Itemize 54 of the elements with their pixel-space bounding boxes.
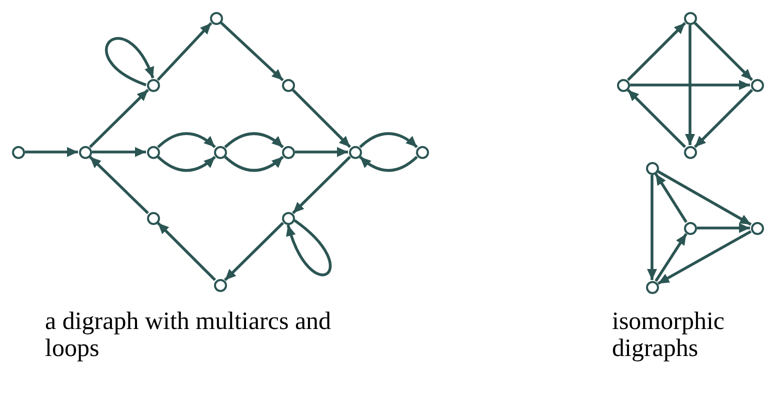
vertex-circle bbox=[750, 222, 764, 234]
vertex-circle bbox=[750, 78, 764, 92]
vertex-circle bbox=[282, 146, 294, 158]
arrow bbox=[89, 156, 149, 214]
vertex-circle bbox=[210, 12, 222, 24]
vertex-circle bbox=[646, 162, 658, 174]
vertex-circle bbox=[214, 278, 226, 292]
arrow bbox=[292, 156, 351, 214]
loop-arrow bbox=[105, 37, 154, 86]
arrow bbox=[157, 156, 216, 172]
arrow bbox=[626, 22, 686, 82]
arrow bbox=[685, 25, 695, 145]
arrow bbox=[25, 147, 78, 157]
arrow bbox=[694, 88, 754, 148]
arrow bbox=[224, 222, 284, 282]
arrow bbox=[92, 147, 146, 157]
caption: a digraph with multiarcs and loops bbox=[45, 308, 332, 362]
vertex-circle bbox=[146, 78, 160, 92]
vertex-circle bbox=[146, 146, 160, 158]
vertex-circle bbox=[416, 146, 428, 158]
loop-arrow bbox=[286, 219, 332, 276]
arrow bbox=[654, 173, 688, 223]
vertex-circle bbox=[78, 146, 92, 158]
vertex-circle bbox=[348, 146, 362, 158]
arrow bbox=[630, 80, 750, 90]
arrow bbox=[220, 22, 284, 82]
arrow bbox=[292, 88, 352, 148]
arrow bbox=[359, 156, 418, 172]
arrow bbox=[157, 132, 216, 148]
vertex-circle bbox=[214, 146, 226, 158]
arrow bbox=[654, 233, 688, 282]
arrow bbox=[647, 175, 657, 280]
vertex-circle bbox=[646, 280, 658, 294]
arrow bbox=[359, 132, 418, 148]
vertex-circle bbox=[684, 146, 696, 158]
vertex-circle bbox=[146, 212, 160, 224]
arrow bbox=[295, 147, 348, 157]
arrow bbox=[626, 88, 686, 148]
arrow bbox=[89, 88, 149, 148]
arrow bbox=[657, 230, 752, 285]
vertex-circle bbox=[12, 146, 24, 158]
arrow bbox=[224, 156, 284, 172]
arrow bbox=[156, 22, 212, 81]
vertex-circle bbox=[282, 78, 294, 92]
arrow bbox=[657, 170, 752, 226]
vertex-circle bbox=[684, 222, 696, 234]
arrow bbox=[694, 22, 754, 82]
arrow bbox=[697, 223, 750, 233]
vertex-circle bbox=[282, 212, 294, 224]
caption: isomorphic digraphs bbox=[612, 308, 726, 362]
vertex-circle bbox=[684, 12, 696, 24]
arrow bbox=[156, 222, 216, 282]
arrow bbox=[224, 132, 284, 148]
vertex-circle bbox=[616, 78, 630, 92]
